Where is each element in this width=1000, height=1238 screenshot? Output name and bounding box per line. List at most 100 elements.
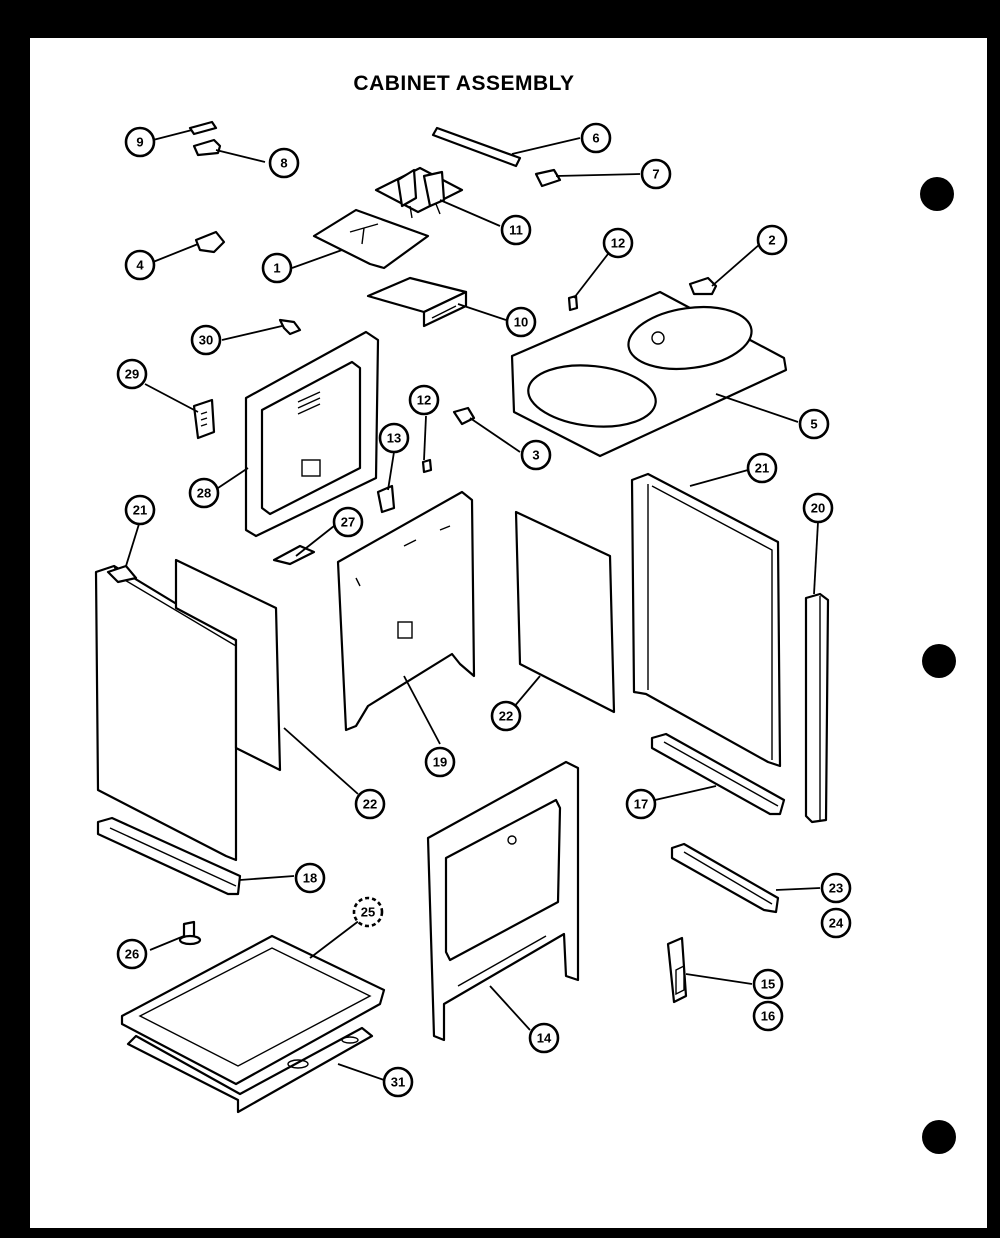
part-25 [120,934,386,1086]
part-22-left [174,558,282,772]
part-5 [510,290,788,458]
part-13 [376,484,396,514]
callout: 21 [124,494,156,526]
callout: 16 [752,1000,784,1032]
callout-label: 10 [514,315,528,330]
part-10 [366,276,468,328]
part-9 [188,120,218,136]
part-31 [126,1026,374,1114]
callout: 3 [520,439,552,471]
callout: 10 [505,306,537,338]
callout: 29 [116,358,148,390]
callout: 31 [382,1066,414,1098]
callout: 23 [820,872,852,904]
page-title: CABINET ASSEMBLY [353,72,575,95]
callout: 27 [332,506,364,538]
callout: 12 [408,384,440,416]
callout-label: 5 [810,417,817,432]
callout-label: 27 [341,515,355,530]
callout: 4 [124,249,156,281]
part-14 [426,760,580,1042]
part-4 [194,230,226,254]
callout: 15 [752,968,784,1000]
part-30 [278,318,302,336]
callout-label: 30 [199,333,213,348]
part-12b [421,458,433,474]
callout-label: 1 [273,261,280,276]
part-3 [452,406,476,426]
callout-label: 13 [387,431,401,446]
binder-hole [920,177,954,211]
part-11 [374,166,464,219]
part-6 [431,126,522,168]
callout: 25 [352,896,384,928]
part-21-right [630,472,782,768]
callout-label: 16 [761,1009,775,1024]
part-26 [178,920,202,946]
part-21-left [94,564,238,862]
callout: 22 [354,788,386,820]
callout: 17 [625,788,657,820]
part-17 [650,732,786,816]
part-2 [688,276,718,296]
part-18 [96,816,242,896]
part-23 [670,842,780,914]
callout: 22 [490,700,522,732]
part-20 [804,592,830,824]
callout: 24 [820,907,852,939]
part-12 [567,294,579,312]
callout-label: 22 [499,709,513,724]
callout: 11 [500,214,532,246]
callout-label: 19 [433,755,447,770]
part-19 [336,490,476,732]
callout-label: 20 [811,501,825,516]
callout: 5 [798,408,830,440]
binder-hole [922,644,956,678]
callout: 7 [640,158,672,190]
callout: 2 [756,224,788,256]
part-7 [534,168,562,188]
leader-lines [125,129,821,1081]
callout: 28 [188,477,220,509]
callout-label: 26 [125,947,139,962]
part-1 [312,208,430,270]
callout: 12 [602,227,634,259]
callout-label: 22 [363,797,377,812]
part-15 [666,936,688,1004]
callout-label: 31 [391,1075,405,1090]
callout: 13 [378,422,410,454]
callout: 18 [294,862,326,894]
callout-label: 9 [136,135,143,150]
callout: 30 [190,324,222,356]
callout: 1 [261,252,293,284]
callout-label: 12 [611,236,625,251]
callout: 26 [116,938,148,970]
callout-label: 4 [136,258,144,273]
callout: 20 [802,492,834,524]
callout-label: 17 [634,797,648,812]
callout-label: 8 [280,156,287,171]
callout-label: 14 [537,1031,552,1046]
callout: 19 [424,746,456,778]
callout-label: 23 [829,881,843,896]
part-29 [192,398,216,440]
callout-label: 2 [768,233,775,248]
callout: 6 [580,122,612,154]
callout-label: 21 [755,461,769,476]
callout-label: 15 [761,977,775,992]
callout-label: 3 [532,448,539,463]
callout-label: 11 [509,223,523,238]
callout-label: 24 [829,916,844,931]
part-8 [192,138,222,157]
part-22-right [514,510,616,714]
callout-label: 21 [133,503,147,518]
callout-label: 7 [652,167,659,182]
callout: 8 [268,147,300,179]
callout: 9 [124,126,156,158]
binder-hole [922,1120,956,1154]
callout-label: 29 [125,367,139,382]
part-28 [244,330,380,538]
callout-label: 6 [592,131,599,146]
callout: 21 [746,452,778,484]
